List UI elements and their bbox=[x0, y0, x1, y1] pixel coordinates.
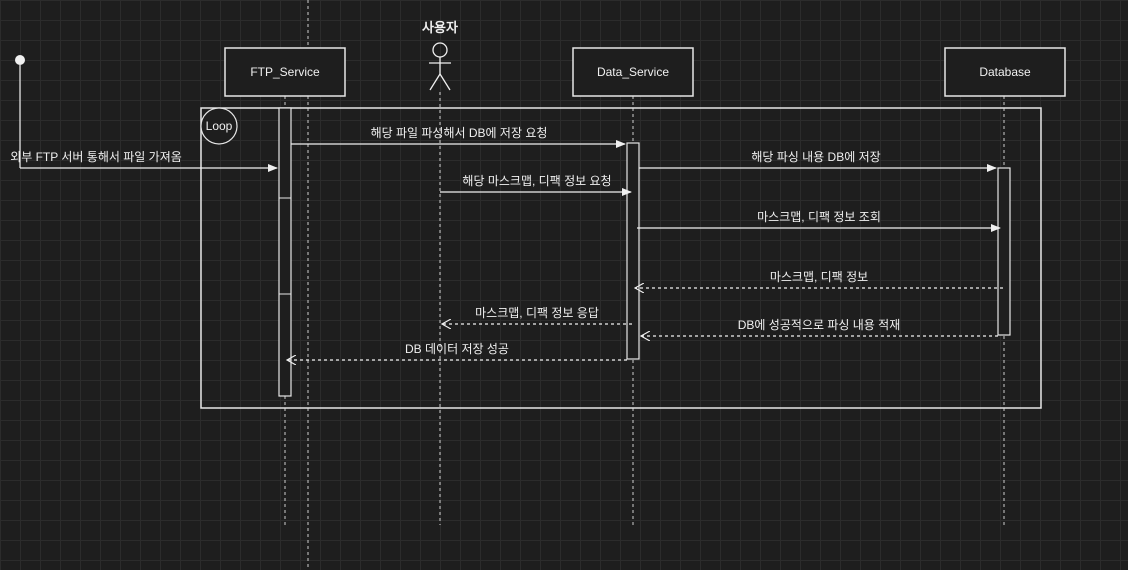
participant-data[interactable]: Data_Service bbox=[572, 47, 694, 97]
loop-frame[interactable] bbox=[200, 107, 1042, 409]
participant-db-label: Database bbox=[979, 65, 1031, 79]
message-external-label: 외부 FTP 서버 통해서 파일 가져옴 bbox=[10, 150, 182, 164]
message-1-label: 해당 파일 파싱해서 DB에 저장 요청 bbox=[371, 126, 548, 140]
loop-label: Loop bbox=[206, 119, 233, 133]
user-actor-icon[interactable] bbox=[429, 42, 451, 91]
message-5-label: 마스크맵, 디팩 정보 bbox=[770, 270, 868, 284]
participant-data-label: Data_Service bbox=[597, 65, 669, 79]
user-actor-label: 사용자 bbox=[422, 20, 458, 35]
ftp-activation bbox=[278, 107, 292, 397]
participant-ftp-label: FTP_Service bbox=[250, 65, 320, 79]
participant-ftp[interactable]: FTP_Service bbox=[224, 47, 346, 97]
db-activation bbox=[997, 167, 1011, 336]
external-start-icon bbox=[15, 55, 25, 65]
message-4-label: 마스크맵, 디팩 정보 조회 bbox=[757, 210, 881, 224]
participant-db[interactable]: Database bbox=[944, 47, 1066, 97]
message-7-label: DB에 성공적으로 파싱 내용 적재 bbox=[738, 318, 901, 332]
loop-label-badge bbox=[200, 107, 238, 145]
message-6-label: 마스크맵, 디팩 정보 응답 bbox=[475, 306, 599, 320]
message-2-label: 해당 파싱 내용 DB에 저장 bbox=[751, 150, 880, 164]
message-8-label: DB 데이터 저장 성공 bbox=[405, 342, 509, 356]
message-3-label: 해당 마스크맵, 디팩 정보 요청 bbox=[462, 174, 611, 188]
data-activation bbox=[626, 142, 640, 360]
